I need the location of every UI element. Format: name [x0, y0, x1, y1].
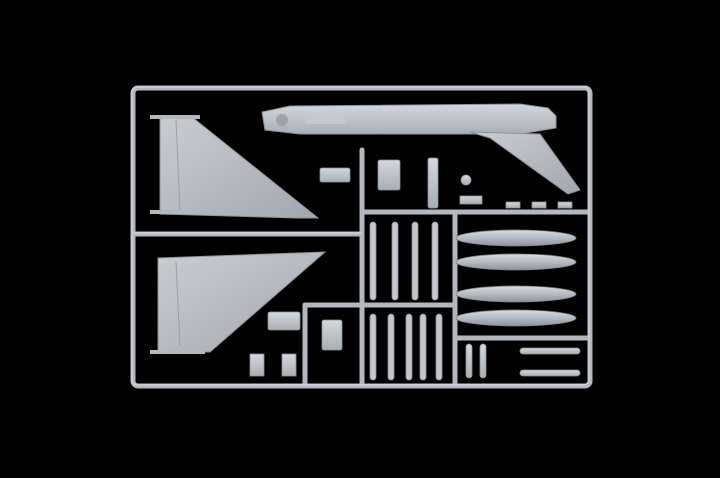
small-parts: [319, 157, 573, 209]
sprue-frame-highlight: [131, 86, 590, 386]
drop-tanks: [455, 229, 577, 327]
wing-part: [150, 251, 327, 354]
lower-parts: [249, 311, 581, 379]
tail-fin-part: [150, 115, 320, 219]
fuselage-part: [261, 103, 581, 195]
sprue-frame: [130, 85, 593, 389]
missiles: [369, 221, 443, 381]
